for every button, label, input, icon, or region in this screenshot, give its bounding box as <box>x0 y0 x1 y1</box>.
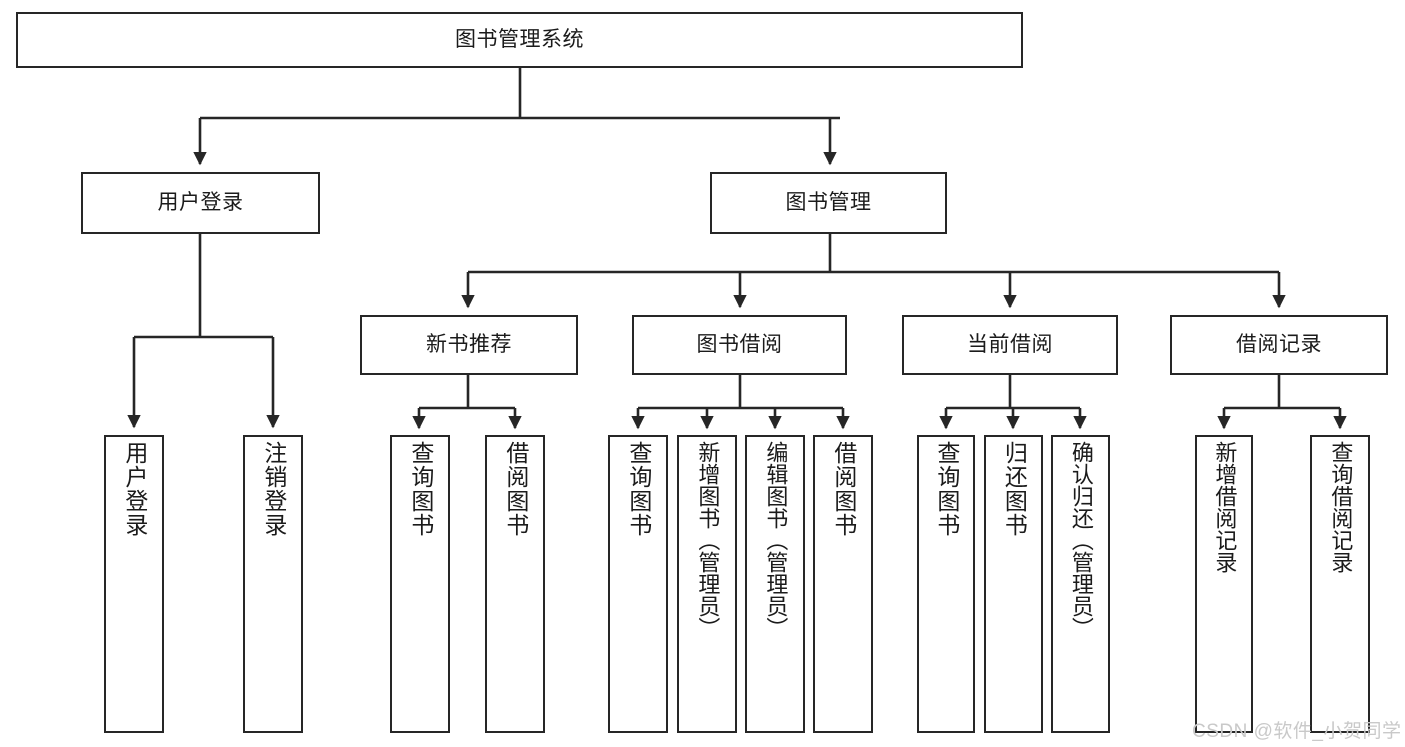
leaf-return-book-label: 归还图书 <box>1001 441 1028 537</box>
leaf-user-logout[interactable]: 注销登录 <box>243 435 303 733</box>
leaf-borrow-book-1[interactable]: 借阅图书 <box>485 435 545 733</box>
node-new-book-recommend-label: 新书推荐 <box>426 333 512 357</box>
node-book-manage-label: 图书管理 <box>785 191 872 215</box>
leaf-query-book-2-label: 查询图书 <box>625 441 652 537</box>
node-root-label: 图书管理系统 <box>455 28 584 52</box>
leaf-add-book-admin-label: 新增图书（管理员） <box>695 441 721 639</box>
leaf-add-borrow-record[interactable]: 新增借阅记录 <box>1195 435 1253 733</box>
node-book-manage[interactable]: 图书管理 <box>710 172 947 234</box>
leaf-borrow-book-2[interactable]: 借阅图书 <box>813 435 873 733</box>
leaf-user-logout-label: 注销登录 <box>260 441 287 537</box>
node-user-login-label: 用户登录 <box>157 191 244 215</box>
leaf-query-borrow-record-label: 查询借阅记录 <box>1328 441 1354 573</box>
leaf-confirm-return-admin-label: 确认归还（管理员） <box>1068 441 1094 639</box>
leaf-query-book-3-label: 查询图书 <box>933 441 960 537</box>
leaf-query-book-1-label: 查询图书 <box>407 441 434 537</box>
leaf-user-login[interactable]: 用户登录 <box>104 435 164 733</box>
leaf-borrow-book-1-label: 借阅图书 <box>502 441 529 537</box>
node-borrow-record[interactable]: 借阅记录 <box>1170 315 1388 375</box>
leaf-query-book-2[interactable]: 查询图书 <box>608 435 668 733</box>
node-borrow-record-label: 借阅记录 <box>1236 333 1322 357</box>
node-book-borrow[interactable]: 图书借阅 <box>632 315 847 375</box>
node-new-book-recommend[interactable]: 新书推荐 <box>360 315 578 375</box>
leaf-query-borrow-record[interactable]: 查询借阅记录 <box>1310 435 1370 733</box>
node-current-borrow-label: 当前借阅 <box>967 333 1053 357</box>
node-current-borrow[interactable]: 当前借阅 <box>902 315 1118 375</box>
node-root[interactable]: 图书管理系统 <box>16 12 1023 68</box>
leaf-user-login-label: 用户登录 <box>121 441 148 537</box>
leaf-edit-book-admin-label: 编辑图书（管理员） <box>763 441 789 639</box>
node-user-login[interactable]: 用户登录 <box>81 172 320 234</box>
leaf-add-borrow-record-label: 新增借阅记录 <box>1212 441 1238 573</box>
leaf-add-book-admin[interactable]: 新增图书（管理员） <box>677 435 737 733</box>
leaf-confirm-return-admin[interactable]: 确认归还（管理员） <box>1051 435 1110 733</box>
leaf-return-book[interactable]: 归还图书 <box>984 435 1043 733</box>
leaf-query-book-3[interactable]: 查询图书 <box>917 435 975 733</box>
leaf-query-book-1[interactable]: 查询图书 <box>390 435 450 733</box>
leaf-edit-book-admin[interactable]: 编辑图书（管理员） <box>745 435 805 733</box>
node-book-borrow-label: 图书借阅 <box>696 333 783 357</box>
leaf-borrow-book-2-label: 借阅图书 <box>830 441 857 537</box>
csdn-watermark: CSDN @软件_小贺同学 <box>1192 721 1402 742</box>
